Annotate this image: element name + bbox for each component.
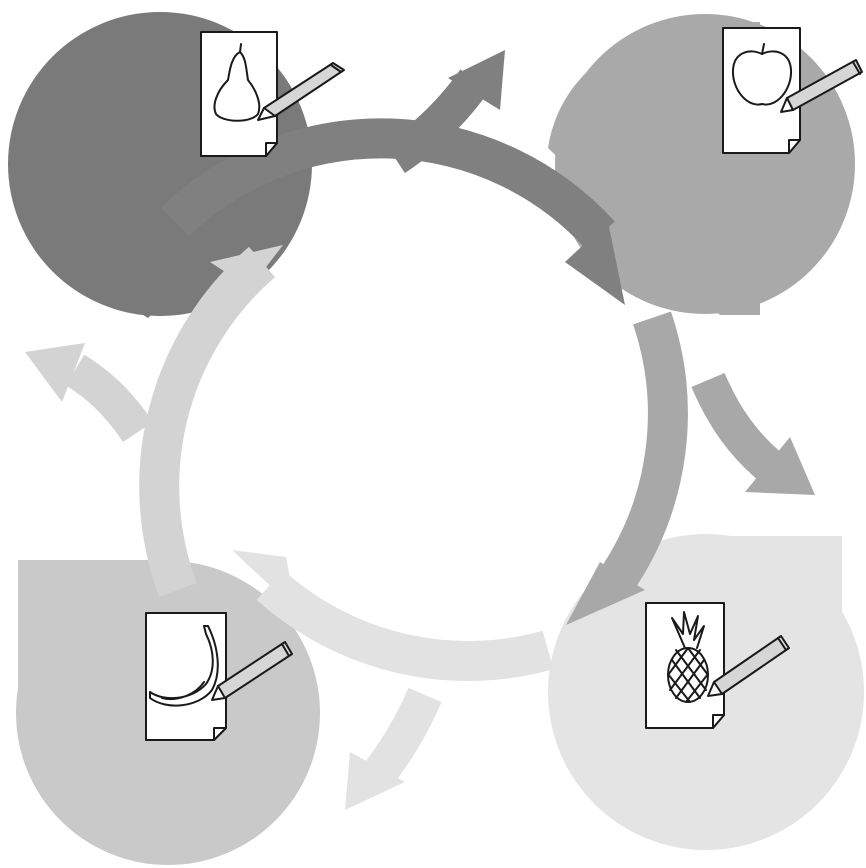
branch-arrow-left	[75, 370, 138, 432]
arc-arrow-pineapple-to-banana	[270, 585, 548, 661]
branch-arrow-right	[708, 380, 768, 465]
cycle-arrowheads	[210, 222, 645, 625]
branch-arrow-bottom	[378, 695, 425, 775]
paper-sheet-icon	[723, 28, 800, 153]
arc-arrow-apple-to-pineapple	[620, 318, 668, 575]
paper-sheet-icon	[201, 32, 277, 156]
